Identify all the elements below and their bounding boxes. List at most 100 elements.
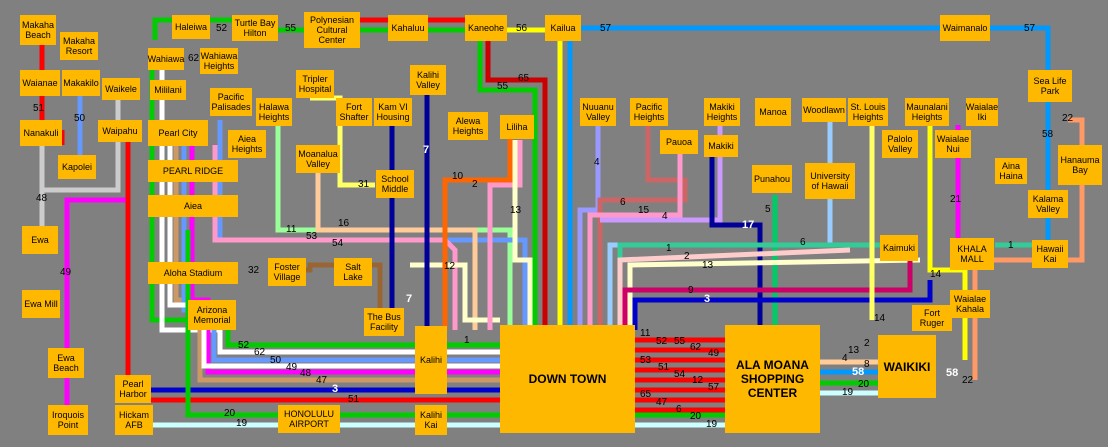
route-label: 55 (497, 81, 509, 92)
route-label: 8 (864, 359, 870, 370)
stop-waikiki[interactable]: WAIKIKI (878, 335, 936, 398)
route-label: 4 (842, 353, 848, 364)
stop-moanalua-valley[interactable]: Moanalua Valley (296, 145, 340, 173)
stop-honolulu-airport[interactable]: HONOLULU AIRPORT (278, 405, 340, 433)
stop-salt-lake[interactable]: Salt Lake (334, 258, 372, 286)
route-label: 53 (306, 231, 318, 242)
route-label: 1 (1008, 240, 1014, 251)
stop-school-middle[interactable]: School Middle (376, 170, 414, 198)
stop-pacific-heights[interactable]: Pacific Heights (630, 98, 668, 126)
stop-maunalani-heights[interactable]: Maunalani Heights (905, 98, 949, 126)
stop-aiea[interactable]: Aiea (148, 195, 238, 217)
stop-pearl-city[interactable]: Pearl City (148, 120, 208, 146)
stop-tripler-hospital[interactable]: Tripler Hospital (296, 70, 334, 98)
stop-wahiawa-heights[interactable]: Wahiawa Heights (200, 48, 238, 74)
stop-kaneohe[interactable]: Kaneohe (465, 15, 507, 41)
stop-the-bus-facility[interactable]: The Bus Facility (364, 308, 404, 336)
stop-alewa-heights[interactable]: Alewa Heights (448, 112, 488, 140)
stop-polynesian-cultural-center[interactable]: Polynesian Cultural Center (304, 12, 360, 48)
stop-nanakuli[interactable]: Nanakuli (20, 120, 62, 146)
stop-waialae-kahala[interactable]: Waialae Kahala (950, 290, 990, 318)
stop-iroquois-point[interactable]: Iroquois Point (48, 405, 88, 435)
stop-aloha-stadium[interactable]: Aloha Stadium (148, 262, 238, 284)
stop-kapolei[interactable]: Kapolei (58, 155, 96, 179)
stop-turtle-bay-hilton[interactable]: Turtle Bay Hilton (232, 15, 278, 41)
stop-kahaluu[interactable]: Kahaluu (388, 15, 428, 41)
stop-aina-haina[interactable]: Aina Haina (995, 158, 1027, 184)
stop-makiki-heights[interactable]: Makiki Heights (704, 98, 740, 126)
stop-kam-vi-housing[interactable]: Kam VI Housing (374, 98, 412, 126)
stop-makiki[interactable]: Makiki (704, 135, 738, 157)
stop-halawa-heights[interactable]: Halawa Heights (256, 98, 292, 126)
stop-waianae[interactable]: Waianae (20, 70, 60, 96)
stop-makaha-beach[interactable]: Makaha Beach (20, 15, 56, 45)
stop-liliha[interactable]: Liliha (500, 115, 534, 139)
route-label: 57 (708, 382, 720, 393)
stop-waimanalo[interactable]: Waimanalo (940, 15, 990, 41)
stop-hanauma-bay[interactable]: Hanauma Bay (1058, 145, 1102, 185)
stop-manoa[interactable]: Manoa (755, 98, 791, 126)
stop-ewa-mill[interactable]: Ewa Mill (22, 290, 60, 318)
route-label: 62 (690, 342, 702, 353)
route-label: 51 (33, 103, 45, 114)
stop-palolo-valley[interactable]: Palolo Valley (882, 130, 918, 158)
route-label: 11 (640, 328, 651, 339)
route-label: 47 (316, 375, 328, 386)
stop-kalama-valley[interactable]: Kalama Valley (1028, 190, 1068, 218)
stop-kalihi-kai[interactable]: Kalihi Kai (415, 405, 447, 435)
stop-aiea-heights[interactable]: Aiea Heights (228, 130, 266, 158)
route-label: 2 (472, 179, 478, 190)
stop-wahiawa[interactable]: Wahiawa (148, 48, 184, 70)
downtown-alamoana-links (635, 337, 725, 413)
stop-waialae-nui[interactable]: Waialae Nui (935, 130, 971, 158)
stop-pacific-palisades[interactable]: Pacific Palisades (210, 88, 252, 116)
stop-down-town[interactable]: DOWN TOWN (500, 325, 635, 433)
route-label: 1 (464, 335, 470, 346)
route-label: 57 (1024, 23, 1036, 34)
stop-woodlawn[interactable]: Woodlawn (802, 98, 846, 122)
stop-haleiwa[interactable]: Haleiwa (172, 15, 210, 39)
stop-kaimuki[interactable]: Kaimuki (880, 235, 918, 261)
stop-pearl-harbor[interactable]: Pearl Harbor (115, 375, 151, 403)
stop-ala-moana-shopping-center[interactable]: ALA MOANA SHOPPING CENTER (725, 325, 820, 433)
stop-arizona-memorial[interactable]: Arizona Memorial (188, 300, 236, 330)
stop-fort-ruger[interactable]: Fort Ruger (912, 305, 952, 331)
stop-foster-village[interactable]: Foster Village (268, 258, 306, 286)
stop-khala-mall[interactable]: KHALA MALL (950, 238, 994, 270)
stop-mililani[interactable]: Mililani (150, 80, 186, 100)
route-label: 13 (848, 345, 860, 356)
route-label: 6 (620, 197, 626, 208)
stop-kalihi[interactable]: Kalihi (415, 326, 447, 394)
route-label: 54 (674, 369, 686, 380)
stop-hickam-afb[interactable]: Hickam AFB (115, 405, 153, 435)
route-label: 2 (684, 251, 690, 262)
stop-fort-shafter[interactable]: Fort Shafter (336, 98, 372, 126)
stop-makakilo[interactable]: Makakilo (62, 70, 100, 96)
route-label: 4 (594, 157, 600, 168)
stop-nuuanu-valley[interactable]: Nuuanu Valley (580, 98, 616, 126)
stop-university-of-hawaii[interactable]: University of Hawaii (805, 163, 855, 199)
route-label: 3 (332, 383, 339, 395)
route-label: 12 (692, 375, 704, 386)
stop-waialae-iki[interactable]: Waialae Iki (966, 98, 998, 126)
route-label: 7 (423, 144, 430, 156)
stop-ewa-beach[interactable]: Ewa Beach (48, 348, 84, 378)
route-label: 53 (640, 355, 652, 366)
stop-st-louis-heights[interactable]: St. Louis Heights (848, 98, 888, 126)
stop-sea-life-park[interactable]: Sea Life Park (1028, 70, 1072, 102)
route-label: 57 (600, 23, 612, 34)
stop-pearl-ridge[interactable]: PEARL RIDGE (148, 160, 238, 182)
stop-makaha-resort[interactable]: Makaha Resort (60, 32, 98, 60)
stop-punahou[interactable]: Punahou (752, 165, 792, 193)
stop-hawaii-kai[interactable]: Hawaii Kai (1032, 240, 1068, 268)
stop-ewa[interactable]: Ewa (22, 226, 58, 254)
route-label: 1 (666, 243, 672, 254)
stop-waikele[interactable]: Waikele (102, 78, 140, 100)
route-label: 19 (842, 387, 854, 398)
route-label: 52 (656, 336, 668, 347)
stop-kailua[interactable]: Kailua (545, 15, 581, 41)
stop-waipahu[interactable]: Waipahu (98, 120, 142, 142)
stop-kalihi-valley[interactable]: Kalihi Valley (410, 65, 446, 95)
stop-pauoa[interactable]: Pauoa (660, 130, 698, 154)
